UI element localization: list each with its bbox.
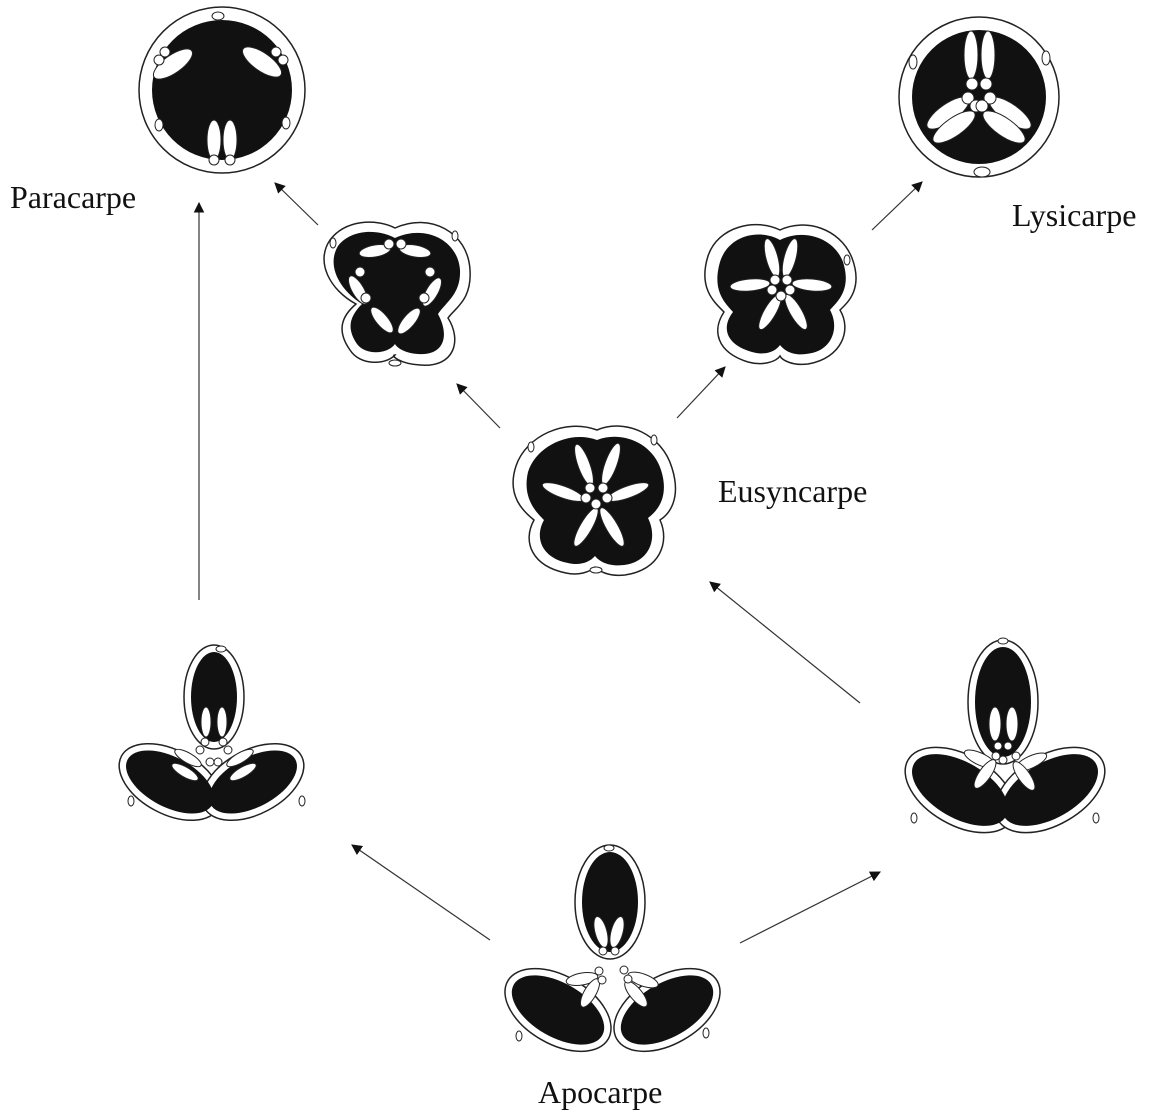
intermediate-right-gynoecium bbox=[904, 637, 1106, 834]
arrow-right-to-eusyncarpe bbox=[709, 581, 861, 704]
lysicarpe-gynoecium bbox=[898, 16, 1060, 178]
paracarpe-gynoecium bbox=[138, 6, 306, 174]
label-paracarpe: Paracarpe bbox=[10, 179, 136, 215]
arrow-syncleft-to-paracarpe bbox=[274, 182, 319, 226]
label-lysicarpe: Lysicarpe bbox=[1012, 197, 1136, 233]
apocarpe-gynoecium bbox=[504, 844, 721, 1053]
arrow-apocarpe-to-left bbox=[351, 844, 491, 941]
intermediate-left-gynoecium bbox=[118, 644, 306, 822]
arrow-eusyncarpe-to-right bbox=[676, 366, 726, 419]
arrows bbox=[193, 181, 923, 944]
arrow-eusyncarpe-to-left bbox=[456, 383, 501, 429]
syncarpous-right-gynoecium bbox=[704, 223, 857, 366]
eusyncarpe-gynoecium bbox=[512, 425, 677, 577]
syncarpous-left-gynoecium bbox=[323, 221, 471, 367]
arrow-apocarpe-to-right bbox=[739, 871, 881, 944]
label-eusyncarpe: Eusyncarpe bbox=[718, 473, 867, 509]
arrow-syncright-to-lysicarpe bbox=[871, 181, 923, 231]
label-apocarpe: Apocarpe bbox=[538, 1074, 662, 1110]
